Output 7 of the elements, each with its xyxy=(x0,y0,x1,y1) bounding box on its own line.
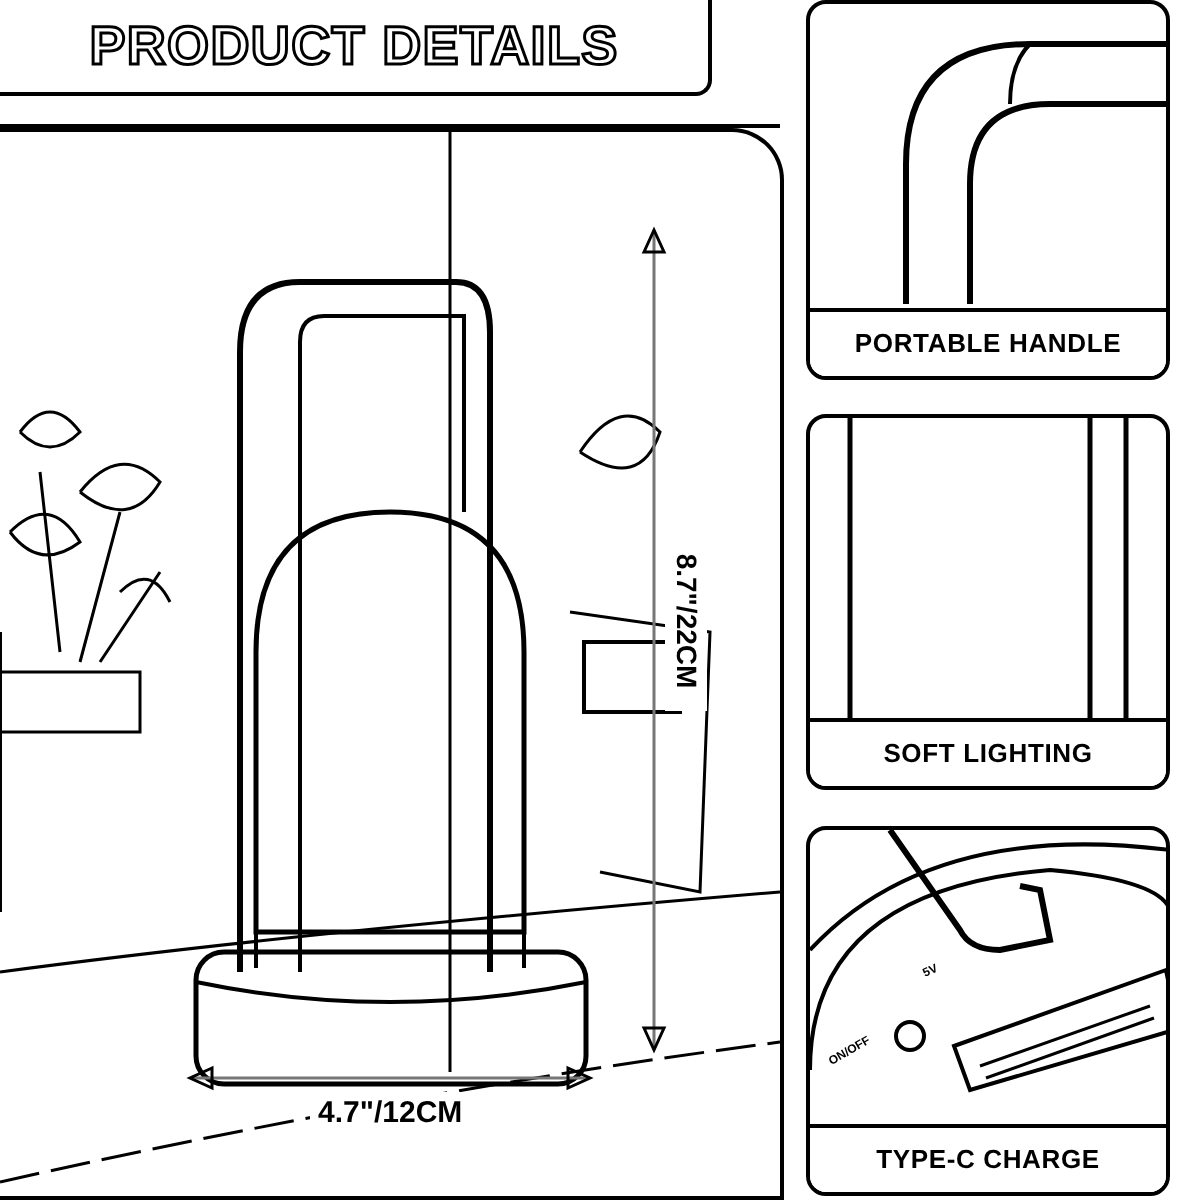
feature-caption: PORTABLE HANDLE xyxy=(854,326,1122,363)
feature-panel xyxy=(806,414,1170,790)
feature-caption: TYPE-C CHARGE xyxy=(876,1142,1100,1179)
feature-panel xyxy=(806,0,1170,380)
feature-panel xyxy=(806,826,1170,1196)
feature-caption: SOFT LIGHTING xyxy=(883,736,1093,773)
title: PRODUCT DETAILS xyxy=(89,13,619,80)
